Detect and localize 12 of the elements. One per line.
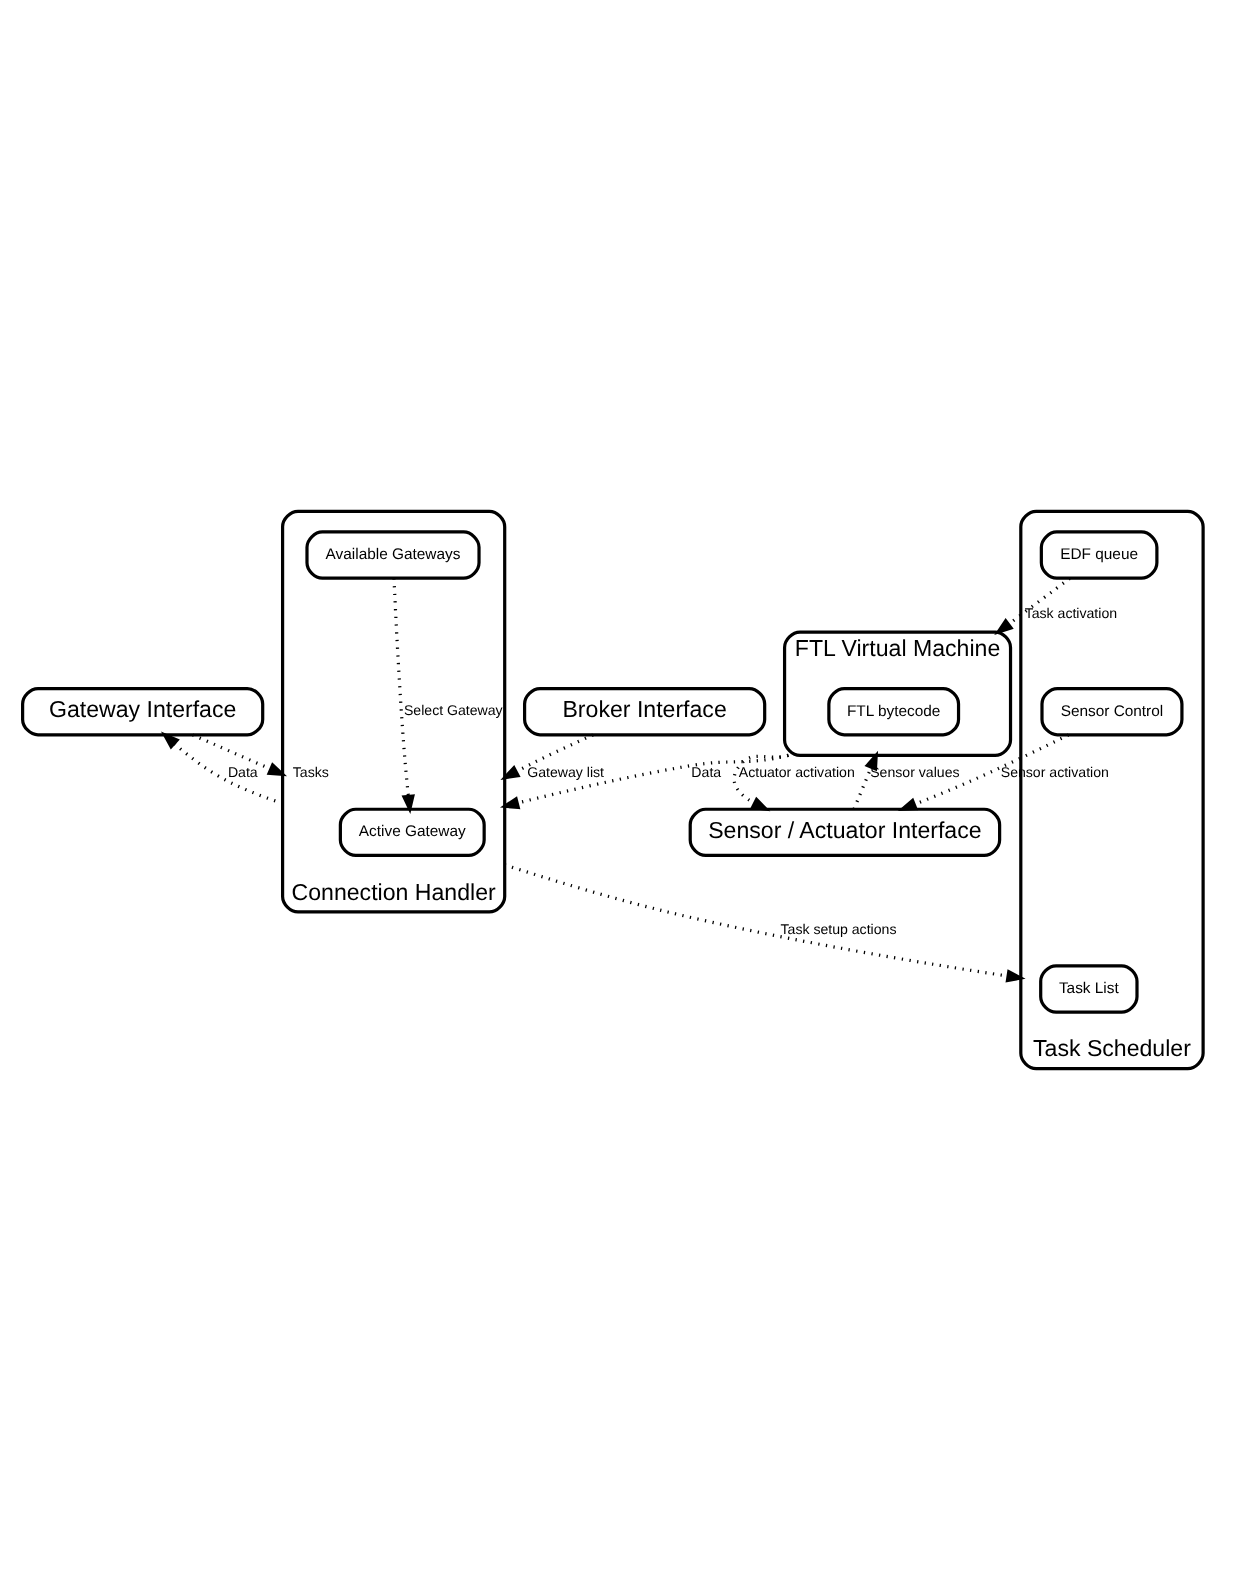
node-box: Gateway Interface bbox=[21, 685, 265, 736]
node-box: Sensor / Actuator Interface bbox=[688, 806, 1002, 857]
arrow bbox=[897, 732, 1070, 811]
arrow bbox=[504, 862, 1026, 982]
arrow bbox=[192, 732, 288, 776]
node-box: Broker Interface bbox=[523, 685, 767, 736]
arrow bbox=[732, 752, 789, 811]
arrow bbox=[500, 732, 594, 779]
arrow bbox=[392, 577, 415, 814]
arrow bbox=[852, 749, 879, 809]
arrow bbox=[500, 752, 789, 809]
arrow bbox=[994, 576, 1071, 634]
